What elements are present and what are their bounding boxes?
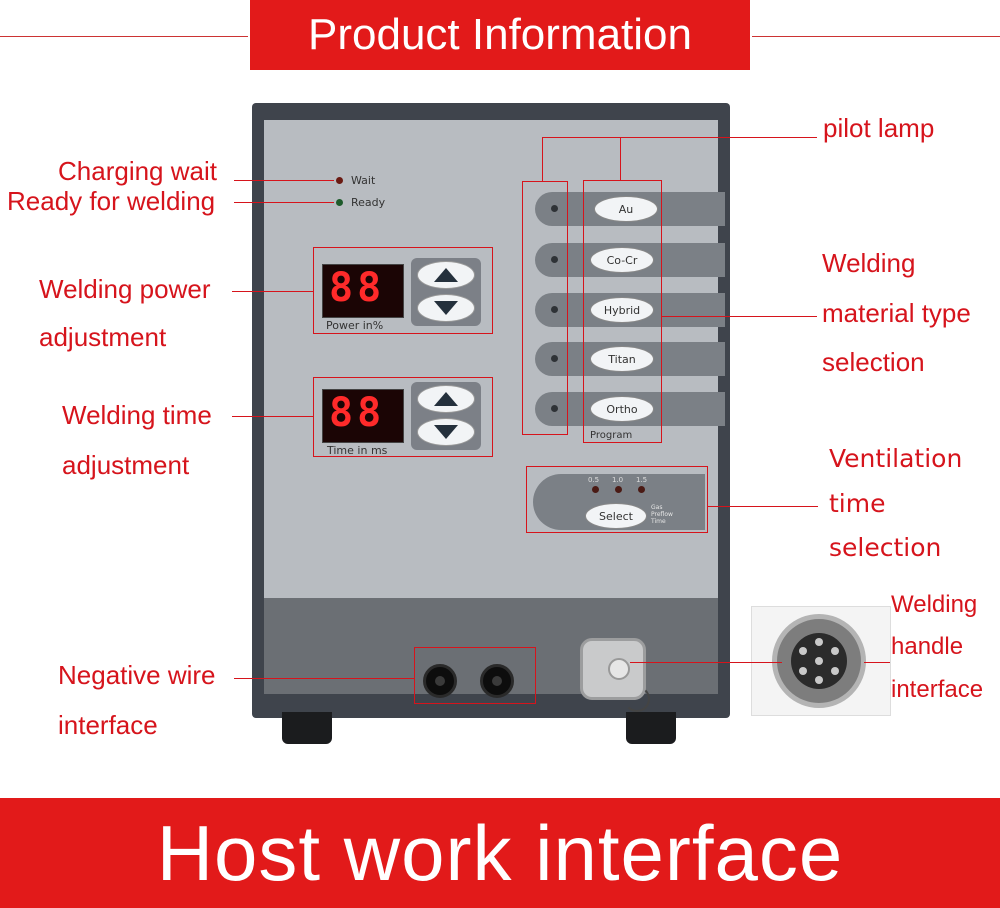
leader-negative-wire	[234, 678, 414, 679]
time-down-button[interactable]	[417, 418, 475, 446]
socket-pin	[799, 647, 807, 655]
header-rule-left	[0, 36, 248, 37]
gas-preflow-caption: Gas Preflow Time	[651, 504, 673, 525]
vent-lamp-0-5-icon	[592, 486, 599, 493]
vent-select-button[interactable]: Select	[585, 503, 647, 529]
power-highlight-box	[313, 247, 493, 334]
left-foot	[282, 712, 332, 744]
arrow-up-icon	[434, 392, 458, 406]
ventilation-highlight-box	[526, 466, 708, 533]
pilot-lamp-titan-icon	[551, 355, 558, 362]
callout-material-line2: material type	[822, 298, 971, 328]
time-unit-label: Time in ms	[327, 444, 388, 457]
leader-time	[232, 416, 314, 417]
leader-ready	[234, 202, 334, 203]
power-down-button[interactable]	[417, 294, 475, 322]
time-display: 88	[322, 389, 404, 443]
callout-pilot-lamp: pilot lamp	[823, 113, 935, 143]
socket-pin	[799, 667, 807, 675]
ready-indicator-icon	[336, 199, 343, 206]
callout-negative-line2: interface	[58, 710, 158, 740]
callout-power-line2: adjustment	[39, 322, 167, 352]
pilot-lamp-co-cr-icon	[551, 256, 558, 263]
negative-jack-left[interactable]	[423, 664, 457, 698]
pilot-lamp-hybrid-icon	[551, 306, 558, 313]
leader-ventilation	[708, 506, 818, 507]
pilot-lamp-au-icon	[551, 205, 558, 212]
vent-lamp-1-5-icon	[638, 486, 645, 493]
pilot-lamp-highlight-box	[522, 181, 568, 435]
footer-title: Host work interface	[156, 808, 844, 897]
callout-time-line2: adjustment	[62, 450, 190, 480]
time-up-button[interactable]	[417, 385, 475, 413]
leader-handle	[630, 662, 782, 663]
callout-handle-line2: handle	[891, 633, 964, 660]
leader-pilot-lamp-h	[542, 137, 817, 138]
gas-caption-line1: Gas	[651, 504, 663, 511]
time-button-group	[411, 382, 481, 450]
footer-banner: Host work interface	[0, 798, 1000, 908]
gas-caption-line3: Time	[651, 518, 666, 525]
pilot-lamp-ortho-icon	[551, 405, 558, 412]
program-ortho-button[interactable]: Ortho	[590, 396, 654, 422]
cap-knob-icon	[608, 658, 630, 680]
program-au-button[interactable]: Au	[594, 196, 658, 222]
callout-vent-line2: time	[829, 489, 886, 518]
callout-handle-line3: interface	[891, 676, 984, 703]
negative-jack-right[interactable]	[480, 664, 514, 698]
program-co-cr-button[interactable]: Co-Cr	[590, 247, 654, 273]
ready-label: Ready	[351, 196, 386, 209]
power-unit-label: Power in%	[326, 319, 384, 332]
socket-pin	[815, 676, 823, 684]
time-value: 88	[329, 390, 386, 436]
arrow-down-icon	[434, 425, 458, 439]
callout-vent-line1: Ventilation	[829, 444, 963, 473]
arrow-down-icon	[434, 301, 458, 315]
socket-pin	[831, 647, 839, 655]
callout-ready-for-welding: Ready for welding	[7, 186, 216, 216]
leader-pilot-lamp-v2	[620, 137, 621, 180]
header-banner: Product Information	[250, 0, 750, 70]
gas-caption-line2: Preflow	[651, 511, 673, 518]
header-title: Product Information	[308, 10, 692, 59]
arrow-up-icon	[434, 268, 458, 282]
callout-material-line3: selection	[822, 347, 925, 377]
socket-pin	[815, 638, 823, 646]
socket-pin	[815, 657, 823, 665]
power-value: 88	[329, 265, 386, 311]
leader-pilot-lamp-v1	[542, 137, 543, 181]
callout-time-line1: Welding time	[62, 400, 212, 430]
callout-handle-line1: Welding	[891, 591, 978, 618]
callout-negative-line1: Negative wire	[58, 660, 216, 690]
callout-material-line1: Welding	[822, 248, 916, 278]
header-rule-right	[752, 36, 1000, 37]
right-foot	[626, 712, 676, 744]
power-display: 88	[322, 264, 404, 318]
program-titan-button[interactable]: Titan	[590, 346, 654, 372]
leader-material	[662, 316, 817, 317]
vent-option-1-0: 1.0	[612, 476, 624, 484]
time-highlight-box	[313, 377, 493, 457]
leader-handle-inset	[864, 662, 890, 663]
cap-lanyard-icon	[624, 686, 650, 712]
callout-power-line1: Welding power	[39, 274, 211, 304]
material-highlight-box	[583, 180, 662, 443]
power-up-button[interactable]	[417, 261, 475, 289]
negative-wire-highlight-box	[414, 647, 536, 704]
program-hybrid-button[interactable]: Hybrid	[590, 297, 654, 323]
socket-pin	[831, 667, 839, 675]
program-label: Program	[590, 430, 633, 441]
handle-socket-icon	[772, 614, 866, 708]
vent-option-1-5: 1.5	[636, 476, 648, 484]
vent-option-0-5: 0.5	[588, 476, 600, 484]
vent-lamp-1-0-icon	[615, 486, 622, 493]
wait-label: Wait	[351, 174, 376, 187]
callout-charging-wait: Charging wait	[58, 156, 217, 186]
power-button-group	[411, 258, 481, 326]
callout-vent-line3: selection	[829, 533, 942, 562]
leader-charging-wait	[234, 180, 334, 181]
wait-indicator-icon	[336, 177, 343, 184]
leader-power	[232, 291, 314, 292]
